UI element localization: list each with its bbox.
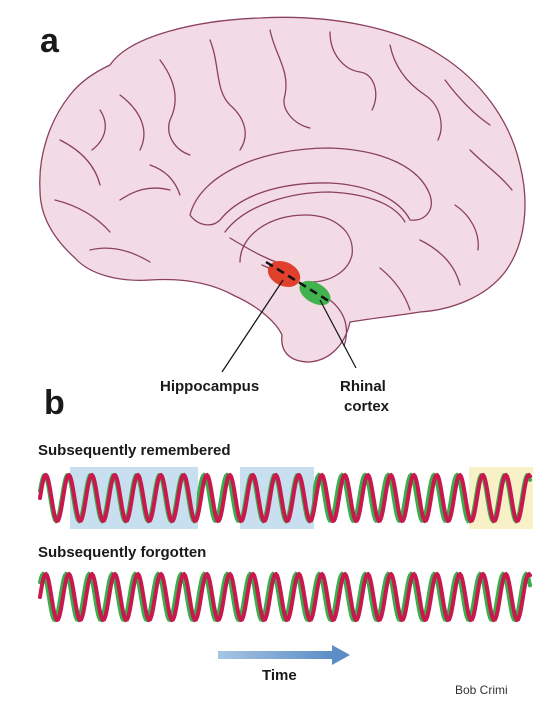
forgotten-hippocampus-trace (38, 571, 532, 623)
rhinal-label-line1: Rhinal (340, 378, 386, 395)
hippocampus-region (267, 260, 301, 288)
time-arrow-head (332, 645, 350, 665)
brain-outline (39, 16, 526, 363)
time-arrow-shaft (218, 651, 334, 659)
corpus-callosum (189, 147, 432, 226)
panel-a-letter: a (40, 22, 59, 60)
remembered-hippocampus-trace (38, 472, 532, 524)
forgotten-label: Subsequently forgotten (38, 544, 207, 561)
remembered-label: Subsequently remembered (38, 442, 231, 459)
artist-credit: Bob Crimi (455, 683, 508, 697)
time-label: Time (262, 667, 297, 684)
rhinal-leader (319, 299, 357, 369)
rhinal-label-line2: cortex (344, 398, 390, 415)
panel-b-letter: b (44, 384, 65, 422)
hippocampus-label: Hippocampus (160, 378, 260, 395)
hippocampus-leader (221, 279, 284, 373)
